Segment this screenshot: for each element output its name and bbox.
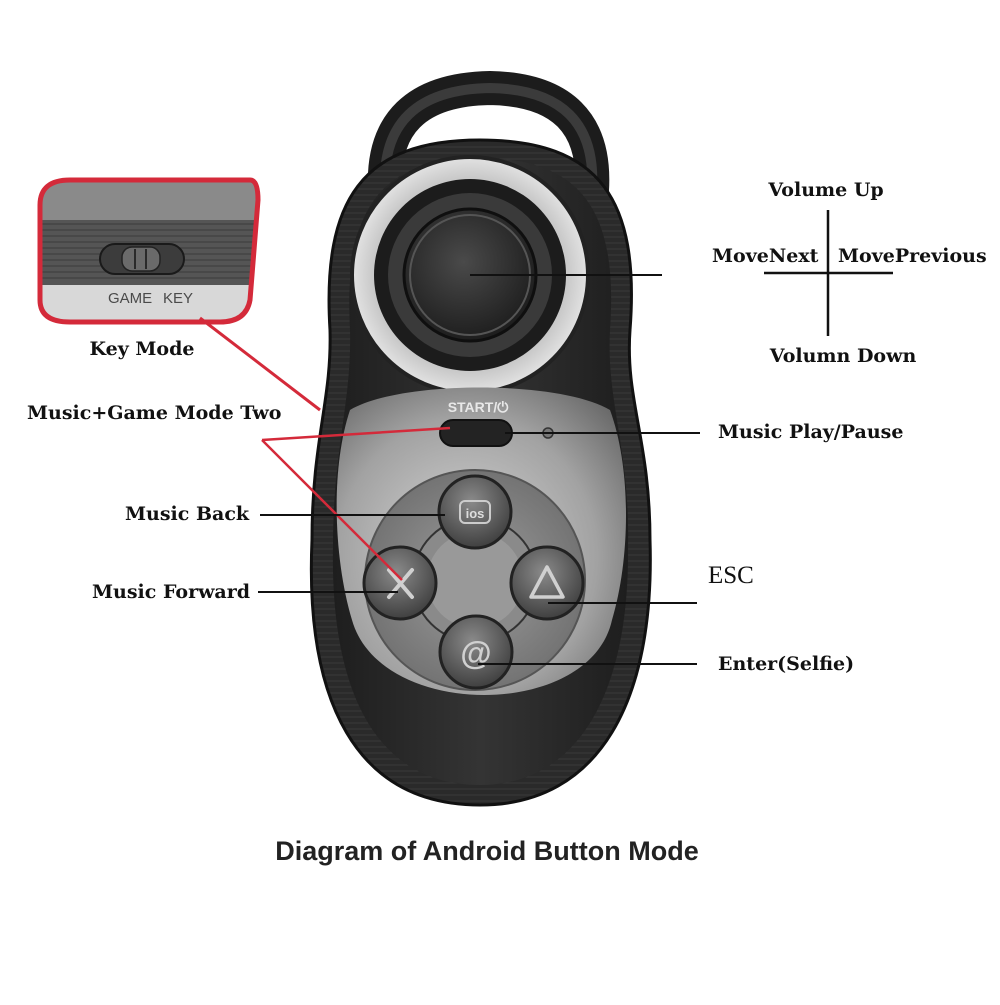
key-mode-callout: GAME KEY (40, 180, 258, 322)
ios-button (437, 474, 513, 550)
mode-two-pointer-b (261, 439, 403, 581)
volume-down-label: Volumn Down (769, 345, 917, 367)
esc-label: ESC (708, 562, 754, 589)
diagram-title: Diagram of Android Button Mode (275, 836, 699, 866)
move-previous-label: MovePrevious (838, 245, 987, 267)
at-icon: @ (460, 635, 491, 671)
music-game-mode-two-label: Music+Game Mode Two (27, 402, 282, 424)
ios-label: ios (466, 506, 485, 521)
callout-border (37, 177, 261, 325)
enter-selfie-label: Enter(Selfie) (718, 653, 855, 675)
key-mode-label: Key Mode (89, 338, 195, 360)
mode-two-pointer-a (261, 426, 451, 442)
music-back-label: Music Back (125, 503, 250, 525)
music-forward-label: Music Forward (92, 581, 251, 603)
music-play-pause-label: Music Play/Pause (718, 421, 904, 443)
volume-up-label: Volume Up (768, 179, 884, 201)
switch-key-label: KEY (163, 290, 193, 307)
triangle-button (509, 545, 585, 621)
start-label: START/⏻ (448, 399, 509, 415)
move-next-label: MoveNext (712, 245, 819, 267)
switch-game-label: GAME (108, 290, 152, 307)
start-button (439, 419, 513, 447)
key-mode-pointer (199, 316, 321, 412)
at-button (438, 614, 514, 690)
triangle-icon (529, 565, 565, 599)
